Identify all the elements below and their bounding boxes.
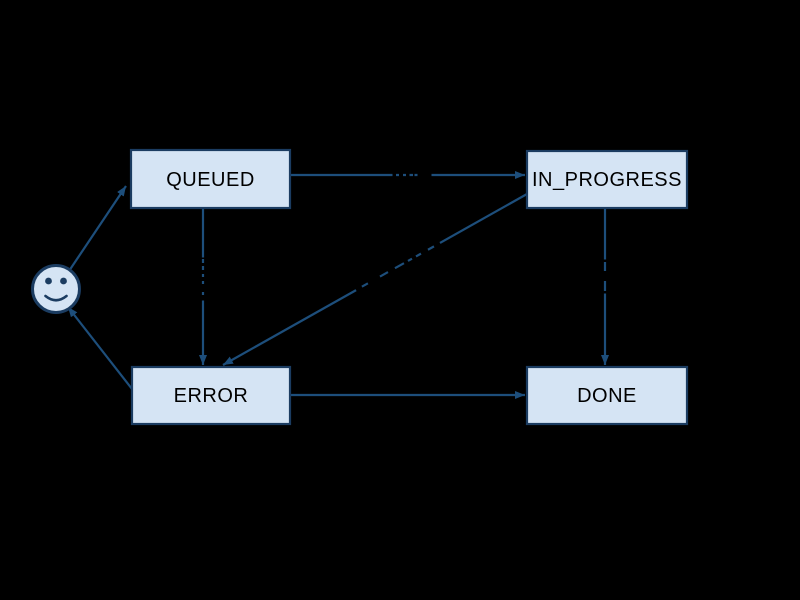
smiley-mouth bbox=[44, 294, 68, 302]
edge-error-to-start bbox=[67, 306, 133, 390]
node-done-label: DONE bbox=[577, 385, 637, 407]
node-error-label: ERROR bbox=[174, 385, 249, 407]
edges bbox=[67, 167, 613, 399]
node-error-box bbox=[130, 365, 292, 426]
node-queued-label: QUEUED bbox=[166, 169, 255, 191]
node-done-box bbox=[525, 365, 689, 426]
node-queued-box bbox=[129, 148, 292, 210]
occluded-edge-label-queued-error bbox=[195, 257, 211, 301]
node-in-progress: IN_PROGRESS bbox=[525, 149, 689, 210]
node-error: ERROR bbox=[130, 365, 292, 426]
occluded-edge-label-inprogress-done bbox=[597, 259, 613, 294]
node-in-progress-box bbox=[525, 149, 689, 210]
node-done: DONE bbox=[525, 365, 689, 426]
start-state-smiley bbox=[31, 264, 81, 314]
edge-start-to-queued bbox=[68, 185, 127, 272]
node-in-progress-label: IN_PROGRESS bbox=[532, 169, 682, 191]
node-queued: QUEUED bbox=[129, 148, 292, 210]
smiley-right-eye bbox=[60, 277, 67, 285]
edge-remnant-inprogress-error bbox=[355, 242, 441, 291]
smiley-left-eye bbox=[45, 277, 52, 285]
smiley-face-icon bbox=[31, 264, 81, 314]
